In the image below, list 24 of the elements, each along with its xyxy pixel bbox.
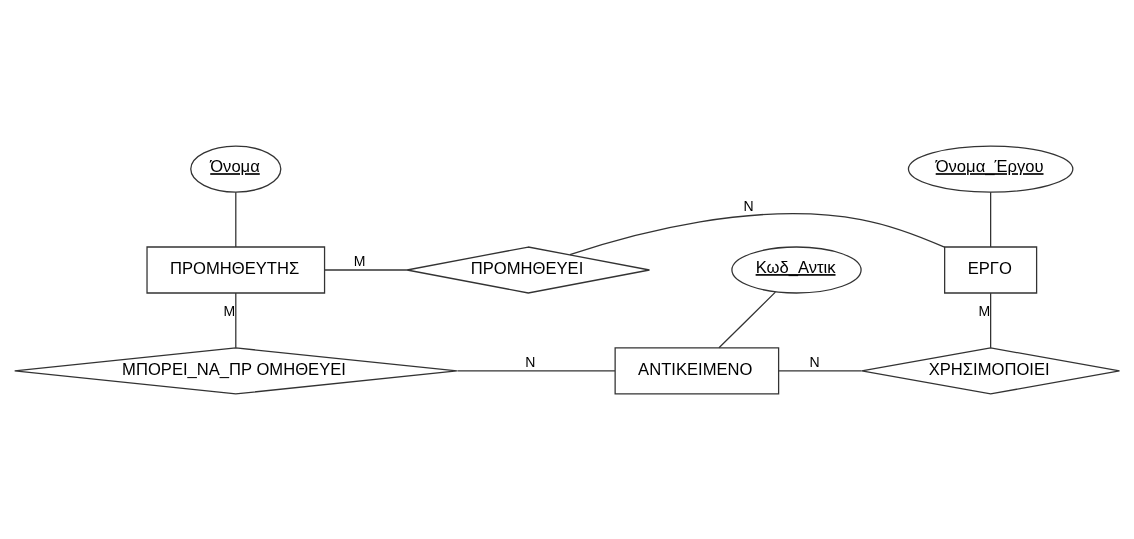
edge-label: N bbox=[525, 353, 536, 370]
connector bbox=[718, 291, 776, 348]
edge-label: N bbox=[743, 197, 754, 214]
node-diamond: ΜΠΟΡΕΙ_ΝΑ_ΠΡ ΟΜΗΘΕΥΕΙ bbox=[14, 346, 458, 395]
connector bbox=[235, 191, 237, 248]
node-ellipse: Όνομα_Έργου bbox=[907, 144, 1074, 193]
node-ellipse: Όνομα bbox=[190, 144, 282, 193]
connector bbox=[990, 191, 992, 248]
edge-label: M bbox=[223, 302, 236, 319]
node-ellipse: Κωδ_Αντικ bbox=[731, 245, 862, 294]
edge-label: M bbox=[978, 302, 991, 319]
node-diamond: ΧΡΗΣΙΜΟΠΟΙΕΙ bbox=[861, 346, 1121, 395]
node-box: ΑΝΤΙΚΕΙΜΕΝΟ bbox=[614, 346, 780, 395]
edge-label: N bbox=[809, 353, 820, 370]
connector bbox=[778, 369, 863, 372]
connector bbox=[324, 268, 408, 271]
edge-label: M bbox=[353, 252, 366, 269]
connector bbox=[569, 212, 946, 255]
connector bbox=[990, 291, 992, 348]
connector bbox=[456, 369, 616, 372]
node-box: ΕΡΓΟ bbox=[944, 245, 1038, 294]
node-diamond: ΠΡΟΜΗΘΕΥΕΙ bbox=[406, 245, 651, 294]
node-box: ΠΡΟΜΗΘΕΥΤΗΣ bbox=[146, 245, 326, 294]
connector bbox=[235, 291, 237, 348]
